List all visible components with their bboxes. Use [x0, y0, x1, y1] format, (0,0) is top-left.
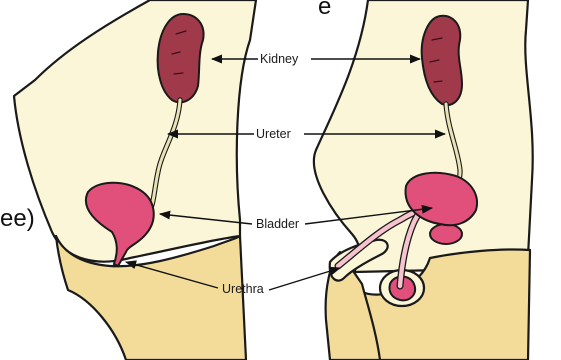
- ureter-label: Ureter: [256, 127, 291, 141]
- kidney-label: Kidney: [260, 52, 299, 66]
- female-kidney: [158, 14, 204, 102]
- urethra-label: Urethra: [222, 282, 264, 296]
- bladder-label: Bladder: [256, 217, 299, 231]
- male-figure: [314, 0, 533, 360]
- cropped-top-text: e: [318, 0, 331, 20]
- cropped-side-text: ee): [0, 205, 35, 232]
- female-figure: [14, 0, 256, 360]
- male-prostate: [430, 224, 462, 244]
